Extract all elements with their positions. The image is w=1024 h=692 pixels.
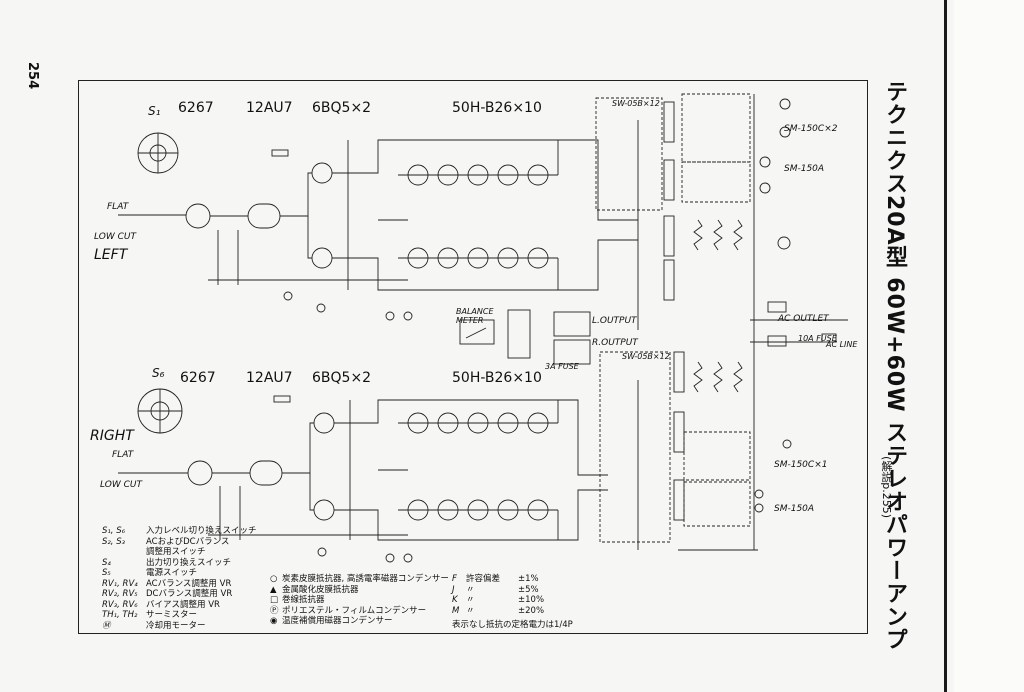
right-tube-6267: 6267 — [180, 370, 216, 386]
legend-row: J〃±5% — [452, 584, 539, 595]
right-channel-label: RIGHT — [90, 428, 134, 444]
legend-row: K〃±10% — [452, 595, 545, 605]
tube-v17 — [313, 412, 335, 434]
module-label-6: SM-150A — [774, 504, 815, 514]
balance-meter — [459, 319, 495, 345]
left-lowcut-label: LOW CUT — [94, 232, 136, 242]
module-sm150c-top — [681, 93, 751, 163]
thermistor-th1 — [767, 301, 787, 313]
schematic-drawing — [118, 93, 848, 563]
ac-line-label: AC LINE — [826, 340, 858, 349]
module-label-2: SM-150C×2 — [784, 124, 838, 134]
fuse-10a-label: 10A FUSE — [798, 334, 837, 343]
left-tube-6bq5: 6BQ5×2 — [312, 100, 372, 116]
legend-row: ◉温度補償用磁器コンデンサー — [270, 616, 393, 626]
left-channel-label: LEFT — [94, 247, 128, 263]
left-switch-label: S₁ — [148, 104, 161, 118]
thermistor-th2 — [767, 335, 787, 347]
legend-note: 表示なし抵抗の定格電力は1/4P — [452, 620, 573, 630]
schematic-frame — [78, 80, 868, 634]
fuse-3a-label: 3A FUSE — [545, 362, 579, 371]
cooling-motor — [777, 236, 791, 250]
tube-v3 — [311, 162, 333, 184]
legend-row: □巻線抵抗器 — [270, 595, 325, 605]
module-sm150a-top — [681, 161, 751, 203]
left-feedback-resistor — [271, 149, 289, 157]
right-tube-6bq5: 6BQ5×2 — [312, 370, 372, 386]
tube-v18 — [313, 499, 335, 521]
module-label-3: SM-150A — [784, 164, 825, 174]
legend-row: ▲金属酸化皮膜抵抗器 — [270, 584, 359, 595]
left-tube-50hb26: 50H-B26×10 — [452, 100, 542, 116]
tube-v16 — [249, 460, 283, 486]
tube-v15 — [187, 460, 213, 486]
left-flat-label: FLAT — [107, 202, 129, 212]
right-tube-50hb26: 50H-B26×10 — [452, 370, 542, 386]
balance-meter-label: BALANCE METER — [456, 307, 494, 325]
page-title: テクニクス20A型 60W+60W ステレオパワーアンプ — [882, 80, 907, 652]
right-lowcut-label: LOW CUT — [100, 480, 142, 490]
book-spine — [944, 0, 947, 692]
module-sw05b-right — [599, 351, 671, 543]
power-transformers — [663, 101, 685, 521]
module-sw05b-left — [595, 97, 663, 211]
module-label-4: SW-05B×12 — [622, 352, 670, 361]
module-label-5: SM-150C×1 — [774, 460, 828, 470]
tube-v1 — [185, 203, 211, 229]
page-number: 254 — [25, 62, 40, 90]
r-output-label: R.OUTPUT — [592, 338, 638, 348]
page-subtitle: (解説p.255) — [880, 456, 893, 519]
right-flat-label: FLAT — [112, 450, 134, 460]
ac-fuse — [821, 333, 837, 343]
legend-row: M〃±20% — [452, 605, 545, 616]
legend-row: 調整用スイッチ — [146, 547, 206, 557]
ac-outlet-label: AC OUTLET — [778, 314, 829, 324]
legend-symbols: ○炭素皮膜抵抗器, 高誘電率磁器コンデンサー ▲金属酸化皮膜抵抗器 □巻線抵抗器… — [270, 574, 449, 627]
right-switch-label: S₆ — [152, 366, 165, 380]
left-tube-6267: 6267 — [178, 100, 214, 116]
left-tube-12au7: 12AU7 — [246, 100, 293, 116]
tube-v4 — [311, 247, 333, 269]
l-output-label: L.OUTPUT — [592, 316, 637, 326]
legend-row: ○炭素皮膜抵抗器, 高誘電率磁器コンデンサー — [270, 574, 449, 584]
right-tube-12au7: 12AU7 — [246, 370, 293, 386]
module-sm150c-bottom — [683, 431, 751, 481]
module-sm150a-bottom — [683, 481, 751, 527]
right-feedback-resistor — [273, 395, 291, 403]
page-margin — [954, 0, 1024, 692]
tube-v2 — [247, 203, 281, 229]
module-label-1: SW-05B×12 — [612, 99, 660, 108]
